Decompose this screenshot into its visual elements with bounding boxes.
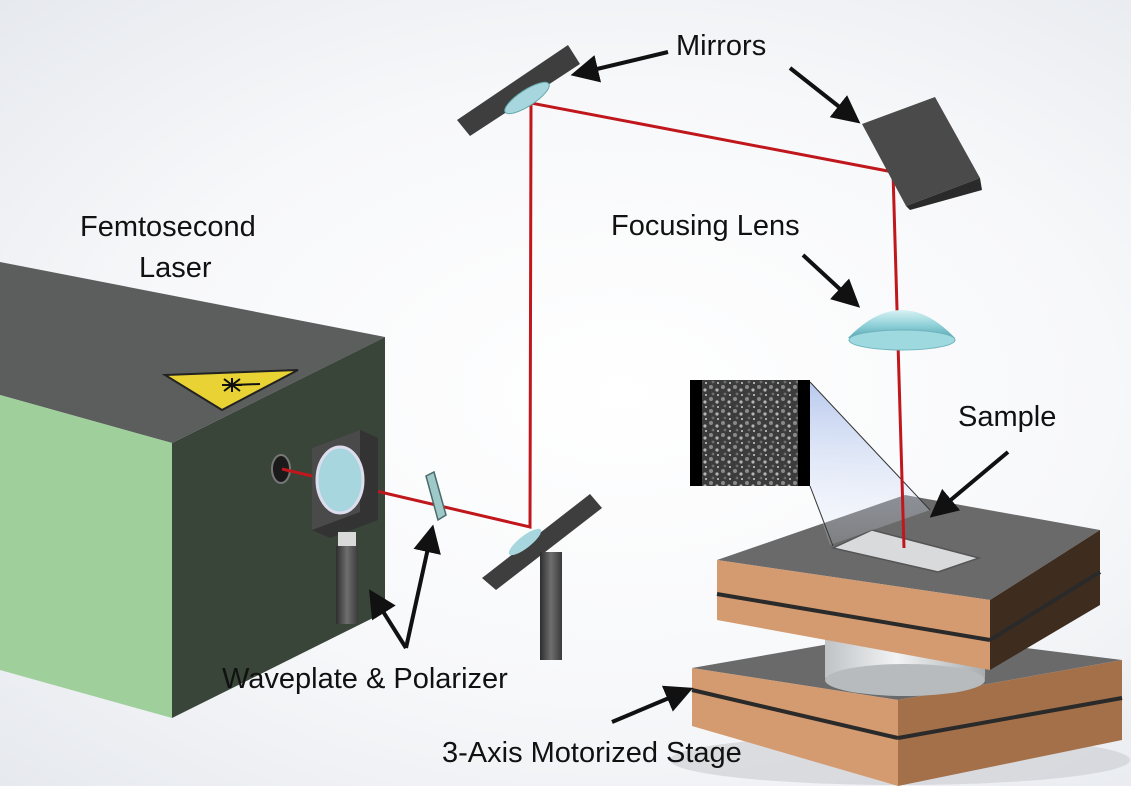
label-sample: Sample	[958, 401, 1057, 433]
label-focusing-lens: Focusing Lens	[611, 210, 800, 242]
lower-mirror	[482, 494, 602, 660]
laser-side-face	[172, 337, 385, 718]
motorized-stage	[670, 495, 1130, 786]
arrow-mirrors-right	[788, 66, 861, 124]
waveplate-holder	[312, 430, 378, 624]
polarizer-plate	[425, 470, 447, 522]
arrow-focusing-lens	[801, 253, 861, 308]
laser-front-face	[0, 395, 172, 718]
label-waveplate-polarizer: Waveplate & Polarizer	[222, 663, 508, 695]
label-stage: 3-Axis Motorized Stage	[442, 737, 742, 769]
arrow-sample	[929, 450, 1010, 518]
laser-starburst-icon	[222, 378, 261, 392]
arrow-stage	[611, 685, 694, 724]
arrow-waveplate	[369, 589, 408, 650]
femtosecond-laser	[0, 262, 385, 718]
arrow-polarizer	[404, 524, 441, 649]
sample-sem-inset	[690, 380, 931, 547]
focusing-lens	[848, 310, 956, 351]
label-mirrors: Mirrors	[676, 30, 767, 62]
label-laser-line2: Laser	[139, 252, 212, 284]
arrow-mirrors-left	[570, 50, 669, 83]
sample-plate	[830, 529, 982, 573]
upper-right-mirror	[862, 97, 982, 210]
upper-left-mirror	[457, 45, 580, 136]
laser-aperture	[271, 454, 291, 484]
laser-top-face	[0, 262, 385, 443]
annotation-arrows	[369, 50, 1010, 724]
label-laser-line1: Femtosecond	[80, 211, 256, 243]
